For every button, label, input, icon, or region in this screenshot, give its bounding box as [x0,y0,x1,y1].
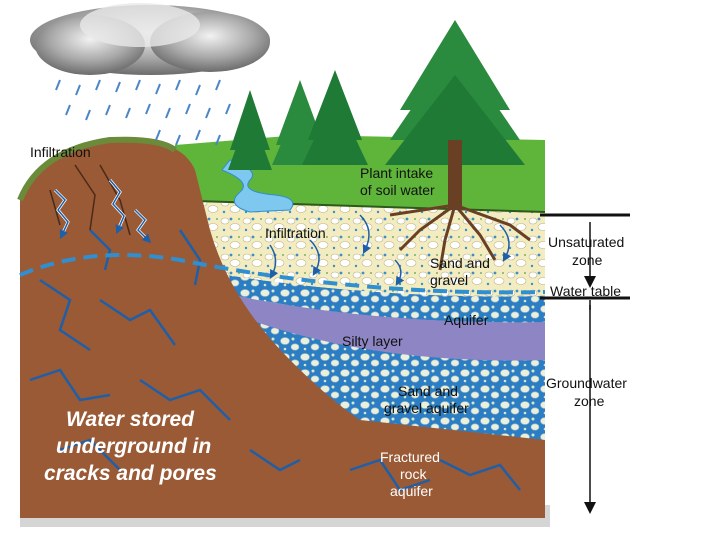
groundwater-zone-label-1: Groundwater [546,375,627,391]
unsaturated-zone-label-1: Unsaturated [548,234,624,250]
infiltration-arrows-hill-inner [54,179,152,244]
plant-intake-label-1: Plant intake [360,165,433,181]
stream [221,159,294,213]
infiltration-label-left: Infiltration [30,144,91,160]
sand-gravel-aquifer-label-1: Sand and [398,383,458,399]
hill-grass [17,136,177,202]
fractured-label-1: Fractured [380,449,440,465]
sand-gravel-aquifer-label-2: gravel aquifer [384,400,469,416]
aquifer-label: Aquifer [444,312,489,328]
water-stored-label-2: underground in [56,435,211,458]
sand-gravel-label-1: Sand and [430,255,490,271]
fractured-label-2: rock [400,466,427,482]
trees [228,20,525,210]
zone-scale [540,213,630,514]
plant-intake-label-2: of soil water [360,182,435,198]
rock-cracks [29,229,521,492]
rock-hill [20,139,545,518]
water-table-line [19,253,546,295]
silty-layer [200,288,545,361]
water-table-label: Water table [550,283,621,299]
fractured-label-3: aquifer [390,483,433,499]
infiltration-label-center: Infiltration [265,225,326,241]
groundwater-zone-label-2: zone [574,393,605,409]
upper-aquifer-layer [185,268,545,323]
water-stored-label-3: cracks and pores [44,462,217,485]
infiltration-arrows-soil [269,214,512,286]
sand-gravel-label-2: gravel [430,272,468,288]
hill-roots [49,164,131,236]
silty-layer-label: Silty layer [342,333,403,349]
unsaturated-zone-label-2: zone [572,252,603,268]
tree-roots [389,203,531,271]
water-stored-label-1: Water stored [66,408,195,431]
rain [55,79,231,146]
rain-cloud [30,3,270,75]
